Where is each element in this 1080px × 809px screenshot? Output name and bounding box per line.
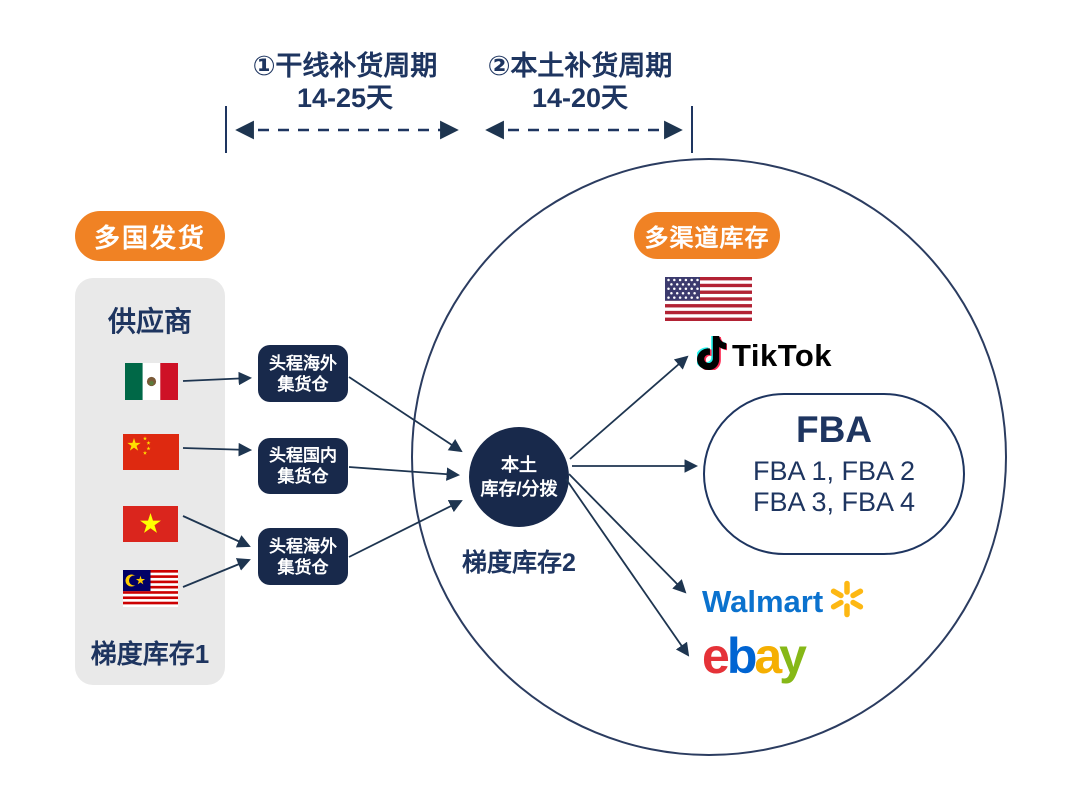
malaysia-flag-icon — [123, 570, 178, 607]
multichannel-inventory-circle — [411, 158, 1007, 756]
usa-flag-icon — [665, 277, 752, 326]
mexico-flag-icon — [125, 363, 178, 400]
warehouse-1-line1: 头程海外 — [269, 353, 337, 373]
fba-row-2: FBA 3, FBA 4 — [752, 487, 916, 517]
walmart-label: Walmart — [702, 583, 824, 619]
local-replenishment-title: ②本土补货周期 — [487, 51, 673, 81]
trunk-replenishment-label: ①干线补货周期 14-25天 — [235, 50, 455, 114]
ebay-letter-a: a — [754, 628, 782, 684]
tiktok-channel: TikTok — [695, 334, 833, 375]
ebay-letter-e: e — [702, 628, 730, 684]
tier-inventory-1-label: 梯度库存1 — [90, 639, 210, 669]
trunk-replenishment-duration: 14-25天 — [296, 83, 394, 113]
warehouse-3-line1: 头程海外 — [269, 536, 337, 556]
ebay-letter-y: y — [779, 628, 807, 684]
trunk-replenishment-title: ①干线补货周期 — [252, 51, 438, 81]
walmart-spark-icon — [827, 579, 867, 624]
walmart-channel: Walmart — [702, 579, 867, 624]
vietnam-flag-icon — [123, 506, 178, 542]
tiktok-label: TikTok — [732, 337, 833, 373]
warehouse-box-domestic: 头程国内 集货仓 — [258, 438, 348, 494]
fba-capsule: FBA FBA 1, FBA 2 FBA 3, FBA 4 — [703, 393, 965, 555]
warehouse-box-overseas-2: 头程海外 集货仓 — [258, 528, 348, 585]
multi-country-shipping-badge: 多国发货 — [75, 211, 225, 261]
warehouse-3-line2: 集货仓 — [277, 557, 329, 577]
warehouse-1-line2: 集货仓 — [277, 374, 329, 394]
hub-line1: 本土 — [501, 455, 537, 475]
china-flag-icon — [123, 434, 179, 470]
multichannel-inventory-badge: 多渠道库存 — [634, 212, 780, 259]
local-replenishment-duration: 14-20天 — [531, 83, 629, 113]
fba-row-1: FBA 1, FBA 2 — [752, 456, 916, 486]
warehouse-2-line2: 集货仓 — [277, 467, 329, 486]
ebay-letter-b: b — [726, 628, 757, 684]
supplier-panel — [75, 278, 225, 685]
warehouse-2-line1: 头程国内 — [269, 446, 337, 465]
fba-title: FBA — [795, 409, 873, 450]
ebay-channel: ebay — [702, 628, 807, 684]
tier-inventory-2-label: 梯度库存2 — [462, 549, 576, 577]
hub-line2: 库存/分拨 — [480, 479, 558, 499]
local-inventory-hub: 本土 库存/分拨 — [469, 427, 569, 527]
warehouse-box-overseas-1: 头程海外 集货仓 — [258, 345, 348, 402]
supplier-title: 供应商 — [107, 306, 192, 337]
tiktok-note-icon — [695, 334, 728, 375]
local-replenishment-label: ②本土补货周期 14-20天 — [470, 50, 690, 114]
